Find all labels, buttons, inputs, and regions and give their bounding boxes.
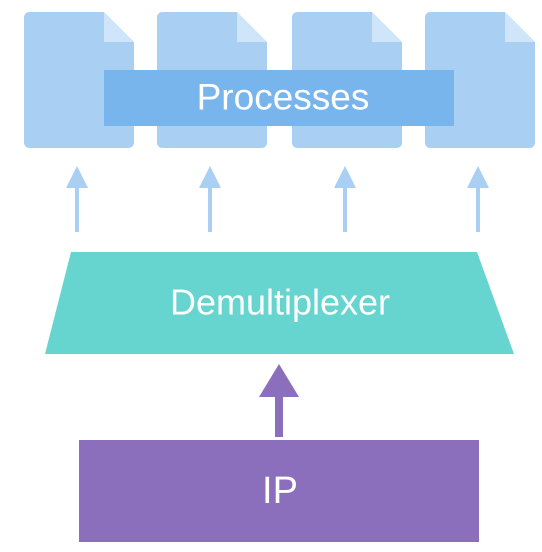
up-arrow bbox=[334, 166, 356, 232]
process-arrows bbox=[66, 166, 489, 232]
up-arrow bbox=[467, 166, 489, 232]
document-fold bbox=[505, 12, 535, 42]
demultiplexer-shape bbox=[45, 252, 514, 354]
processes-label: Processes bbox=[197, 77, 370, 118]
up-arrow bbox=[199, 166, 221, 232]
document-fold bbox=[237, 12, 267, 42]
processes-banner bbox=[104, 70, 454, 126]
up-arrow bbox=[66, 166, 88, 232]
ip-arrow bbox=[259, 364, 299, 437]
document-fold bbox=[104, 12, 134, 42]
demultiplexer-label: Demultiplexer bbox=[170, 282, 390, 323]
ip-label: IP bbox=[262, 470, 298, 512]
document-fold bbox=[372, 12, 402, 42]
ip-box bbox=[79, 440, 479, 542]
